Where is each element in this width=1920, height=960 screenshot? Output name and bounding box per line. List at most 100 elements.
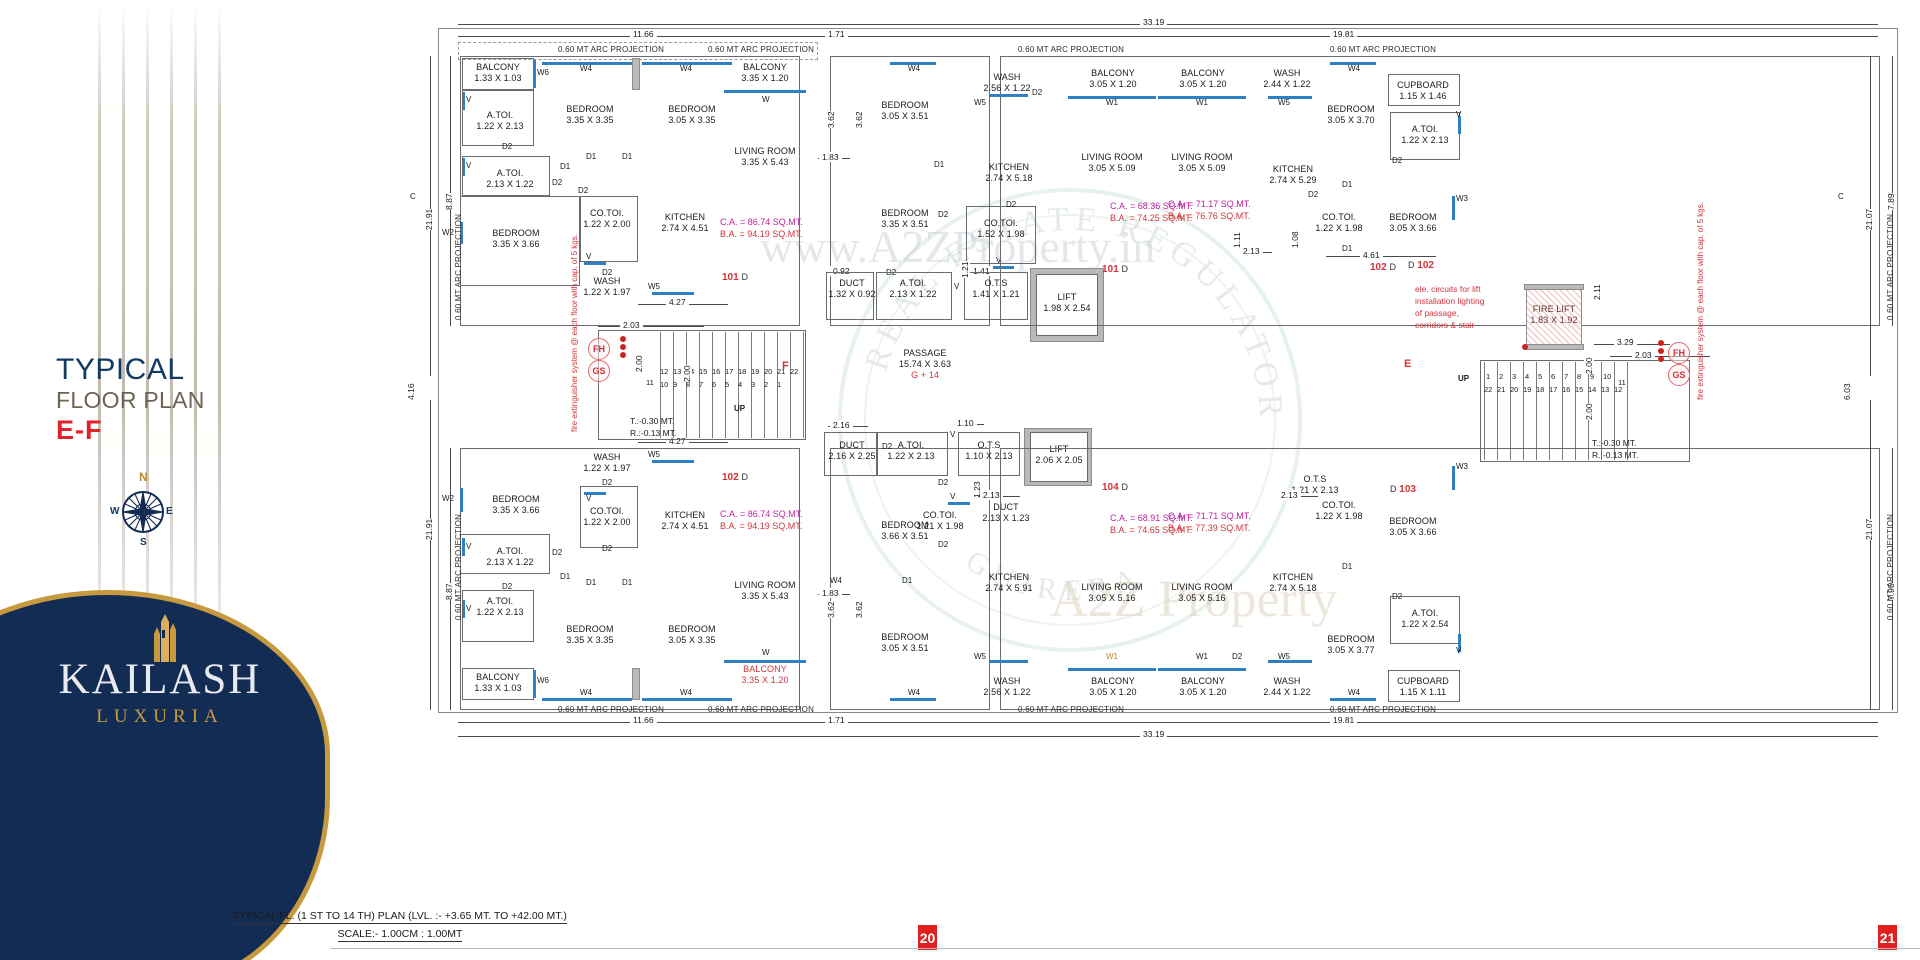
dim-left-lower-line xyxy=(450,448,451,710)
room-bedroom-rl-corner: BEDROOM 3.05 X 3.77 xyxy=(1327,634,1375,655)
window-W1-glazing xyxy=(1068,96,1156,99)
door-label-D2: D2 xyxy=(552,178,563,187)
stair-step-number: 16 xyxy=(1562,385,1571,394)
window-W2-glazing xyxy=(460,222,463,244)
dim-141: 1.41 xyxy=(970,266,993,276)
ventilator-glazing xyxy=(462,538,465,556)
room-bedroom-ru-corner: BEDROOM 3.05 X 3.70 xyxy=(1327,104,1375,125)
room-common-toilet-ll: CO.TOI. 1.22 X 2.00 xyxy=(583,506,631,527)
fire-lift-wall xyxy=(1524,344,1584,350)
dim-213-cl: 2.13 xyxy=(980,490,1003,500)
unit-area-102-lower: C.A. = 86.74 SQ.MT. B.A. = 94.19 SQ.MT. xyxy=(720,509,803,532)
dim-left-upper-line xyxy=(450,56,451,326)
drawing-sheet-border xyxy=(438,28,1898,713)
ots-cu-box xyxy=(964,272,1028,320)
door-label-D1: D1 xyxy=(622,152,633,161)
room-common-toilet-ru: CO.TOI. 1.22 X 1.98 xyxy=(1315,212,1363,233)
stair-step-number: 14 xyxy=(1588,385,1597,394)
window-label-W1: W1 xyxy=(1196,652,1208,661)
stair-step-number: 21 xyxy=(777,367,786,376)
room-bedroom-ll-2: BEDROOM 3.05 X 3.35 xyxy=(668,624,716,645)
stair-step-number: 11 xyxy=(1618,378,1626,387)
cotoi-ul-box xyxy=(580,196,638,262)
grid-label-c-right: C xyxy=(1838,192,1844,201)
room-wash-ll: WASH 1.22 X 1.97 xyxy=(583,452,631,473)
dim-left-total-upper: 21.91 xyxy=(424,208,434,230)
room-kitchen-ru-1: KITCHEN 2.74 X 5.18 xyxy=(985,162,1033,183)
ventilator-glazing xyxy=(1458,116,1461,134)
room-attached-toilet-ll-1: A.TOI. 1.22 X 2.13 xyxy=(476,596,524,617)
room-attached-toilet-rl-corner: A.TOI. 1.22 X 2.54 xyxy=(1401,608,1449,629)
window-label-W: W xyxy=(762,648,770,657)
ventilator-glazing xyxy=(948,502,970,505)
brand-logo-text: KAILASH LUXURIA xyxy=(10,655,310,728)
footer-rule xyxy=(330,948,1920,949)
door-label-D2: D2 xyxy=(502,142,513,151)
window-label-W5: W5 xyxy=(1278,652,1290,661)
window-W6-glazing xyxy=(533,670,536,698)
room-bedroom-ul-2: BEDROOM 3.05 X 3.35 xyxy=(668,104,716,125)
room-bedroom-cu-top: BEDROOM 3.05 X 3.51 xyxy=(881,100,929,121)
door-label-D2: D2 xyxy=(938,540,949,549)
dim-right-total-lower: 21.07 xyxy=(1864,518,1874,540)
dim-right-stair-run: 2.00 xyxy=(1584,403,1594,420)
window-label-W5: W5 xyxy=(974,98,986,107)
atoi-cu-box xyxy=(876,272,952,320)
window-W4-glazing xyxy=(642,698,732,701)
window-W2-glazing xyxy=(460,488,463,512)
window-W5-glazing xyxy=(1268,660,1312,663)
lift-cl-box xyxy=(1030,432,1088,482)
compass-rose-icon: N S W E xyxy=(108,470,178,550)
dim-bottom-right-span: 19.81 xyxy=(1330,715,1358,725)
room-duct-cl: DUCT 2.16 X 2.25 xyxy=(828,440,876,461)
cotoi-ll-box xyxy=(580,486,638,548)
dim-right-upper-line xyxy=(1892,56,1893,326)
compass-east-label: E xyxy=(166,506,173,517)
duct-cl-box xyxy=(824,432,878,476)
atoi-rl-corner-box xyxy=(1390,596,1460,644)
dim-top-total: 33.19 xyxy=(1140,17,1168,27)
ventilator-label-V: V xyxy=(1456,646,1462,655)
ventilator-glazing xyxy=(990,266,1014,269)
dim-bottom-mid-span: 1.71 xyxy=(825,715,848,725)
door-label-D2: D2 xyxy=(938,210,949,219)
logo-building-icon xyxy=(136,612,184,664)
ventilator-label-V: V xyxy=(466,161,472,170)
window-label-W5: W5 xyxy=(974,652,986,661)
dim-362-left: 3.62 xyxy=(826,111,836,128)
stair-step-number: 4 xyxy=(738,380,743,389)
room-attached-toilet-cu: A.TOI. 2.13 X 1.22 xyxy=(889,278,937,299)
stair-step-number: 18 xyxy=(738,367,747,376)
bedroom-ul3-box xyxy=(460,196,580,286)
window-W4-glazing xyxy=(890,62,936,65)
door-label-D1: D1 xyxy=(1342,244,1353,253)
window-label-W5: W5 xyxy=(1278,98,1290,107)
right-lower-outline xyxy=(1000,448,1880,710)
ventilator-label-V: V xyxy=(950,492,956,501)
compass-west-label: W xyxy=(110,506,120,517)
dim-183: 1.83 xyxy=(819,152,842,162)
balcony-ul-box xyxy=(462,58,534,90)
door-label-D1: D1 xyxy=(622,578,633,587)
ventilator-label-V: V xyxy=(586,252,592,261)
dim-092: 0.92 xyxy=(830,266,853,276)
room-living-ll: LIVING ROOM 3.35 X 5.43 xyxy=(734,580,796,601)
stair-step-number: 15 xyxy=(699,367,708,376)
window-label-W4: W4 xyxy=(580,688,592,697)
unit-number-104: 104 D xyxy=(1102,482,1128,493)
gas-suppression-icon: GS xyxy=(1668,364,1690,386)
room-ots-cu: O.T.S 1.41 X 1.21 xyxy=(972,278,1020,299)
window-label-W1: W1 xyxy=(1196,98,1208,107)
window-label-W1: W1 xyxy=(1106,652,1118,661)
dim-left-stair-run: 2.00 xyxy=(634,355,644,372)
page-number-left: 20 xyxy=(918,925,937,950)
right-upper-outline xyxy=(1000,56,1880,326)
decorative-stripe xyxy=(170,0,173,720)
dim-top-overall-line xyxy=(458,24,1878,25)
dim-216: 2.16 xyxy=(830,420,853,430)
door-label-D1: D1 xyxy=(902,576,913,585)
window-W-glazing xyxy=(724,90,806,93)
stair-step-number: 6 xyxy=(712,380,717,389)
atoi-ul1-box xyxy=(462,90,534,146)
compass-south-label: S xyxy=(140,537,147,548)
